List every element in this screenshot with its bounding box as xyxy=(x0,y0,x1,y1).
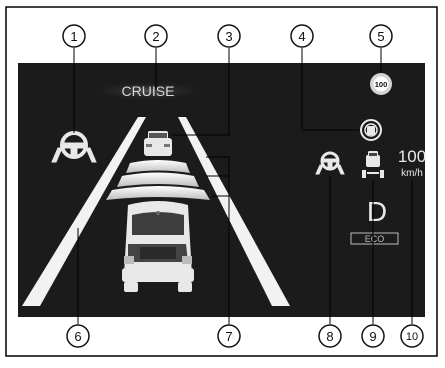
speed-limit-sign: 100 xyxy=(370,73,392,95)
callout-2: 2 xyxy=(145,25,167,47)
drive-mode-indicator: ECO xyxy=(365,234,385,244)
callout-10: 10 xyxy=(401,325,423,347)
callout-7: 7 xyxy=(218,325,240,347)
set-speed-unit: km/h xyxy=(401,168,423,179)
callout-6: 6 xyxy=(67,325,89,347)
gear-indicator: D xyxy=(367,196,387,227)
svg-text:8: 8 xyxy=(326,329,333,344)
svg-text:10: 10 xyxy=(406,331,418,343)
svg-text:9: 9 xyxy=(369,329,376,344)
preceding-vehicle-icon xyxy=(144,131,172,156)
callout-5: 5 xyxy=(370,25,392,47)
callout-1: 1 xyxy=(63,25,85,47)
speed-limit-value: 100 xyxy=(375,80,388,89)
cruise-mode-label: CRUISE xyxy=(122,83,175,99)
callout-4: 4 xyxy=(291,25,313,47)
callout-8: 8 xyxy=(319,325,341,347)
set-speed-value: 100 xyxy=(398,147,426,166)
svg-text:2: 2 xyxy=(152,29,159,44)
svg-text:4: 4 xyxy=(298,29,305,44)
svg-text:7: 7 xyxy=(225,329,232,344)
svg-text:6: 6 xyxy=(74,329,81,344)
svg-text:3: 3 xyxy=(225,29,232,44)
svg-text:1: 1 xyxy=(70,29,77,44)
callout-3: 3 xyxy=(218,25,240,47)
own-vehicle-icon xyxy=(122,201,194,292)
callout-9: 9 xyxy=(362,325,384,347)
svg-text:5: 5 xyxy=(377,29,384,44)
